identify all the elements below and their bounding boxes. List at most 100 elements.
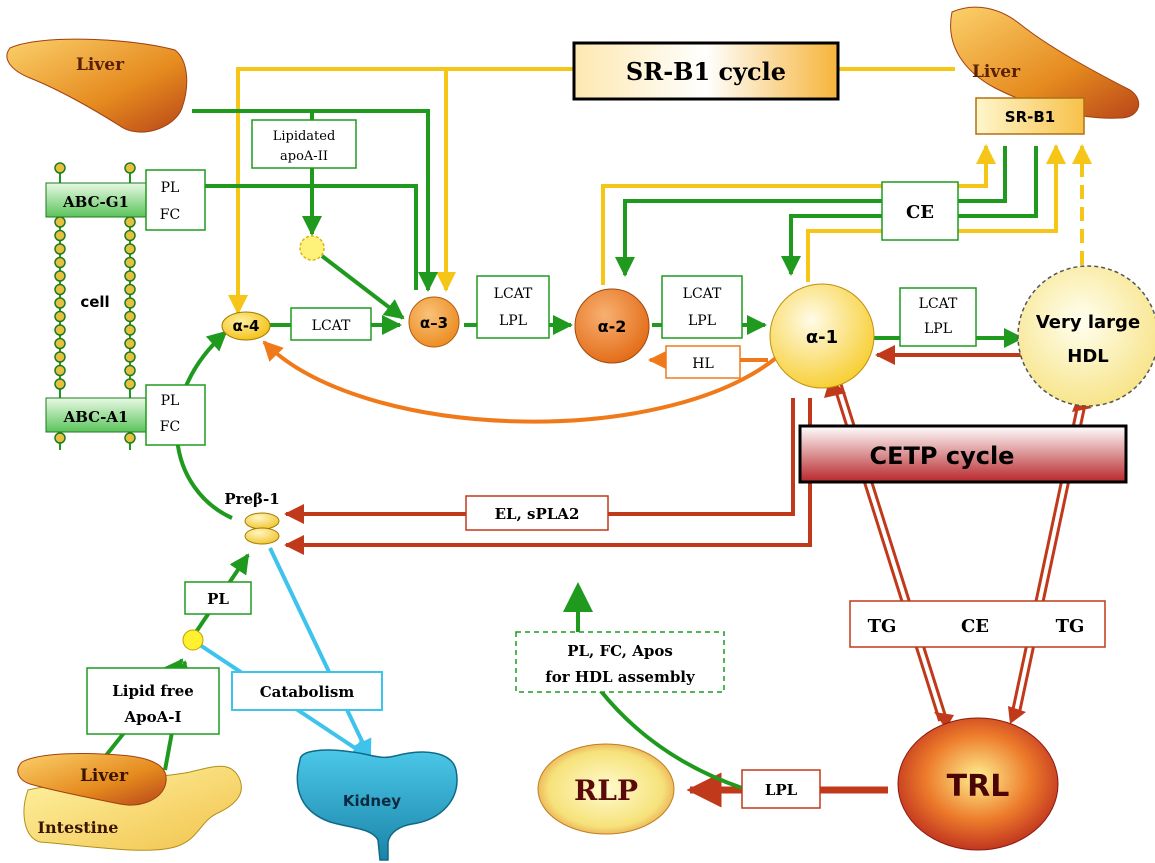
- lipid-bead: [124, 216, 136, 228]
- lipidated-apoa2-box: [251, 119, 357, 169]
- alpha4-particle: [221, 311, 271, 341]
- cetp-arrowhead-trl-right: [1008, 706, 1026, 724]
- lipid-bead: [124, 310, 136, 323]
- lipid-bead: [54, 310, 66, 323]
- pl-fc-box-top: [145, 169, 206, 231]
- apoa1-dot: [182, 629, 204, 651]
- lpl-box: [741, 769, 821, 809]
- lcat-alpha4-alpha3-box: [290, 307, 372, 341]
- alpha2-ce-yellow-loop: [601, 144, 996, 285]
- tg-ce-tg-box: [849, 600, 1106, 648]
- lipid-bead: [124, 229, 136, 242]
- lipid-bead: [54, 283, 66, 296]
- trl-label: TRL: [947, 769, 1010, 804]
- el-spla2-label: EL, sPLA2: [495, 505, 580, 523]
- lipid-bead: [54, 270, 66, 282]
- liver-top-right-shape: [950, 6, 1140, 119]
- hl-box: [665, 345, 741, 379]
- lipid-bead: [124, 351, 136, 363]
- alpha4-label: α-4: [233, 317, 260, 335]
- lipid-bead: [54, 324, 66, 336]
- lipid-bead: [54, 351, 66, 363]
- srb1-receptor-box: [975, 97, 1085, 135]
- prebeta1-particle: [244, 512, 280, 545]
- liver-top-right-label: Liver: [972, 62, 1021, 82]
- cetp-arrowhead-trl-left: [934, 712, 954, 729]
- lipid-bead: [54, 432, 66, 444]
- rlp-label: RLP: [574, 774, 638, 807]
- tg-right-label: TG: [1056, 616, 1085, 637]
- very-large-hdl-line1: Very large: [1036, 312, 1140, 333]
- alpha3-particle: [408, 296, 460, 348]
- pl-fc-bottom-line1: PL: [161, 393, 180, 409]
- liver-bottom-shape: [17, 753, 167, 806]
- lcat-lpl-a1vl-line1: LCAT: [919, 296, 958, 312]
- cell-label: cell: [80, 293, 109, 311]
- lcat-lpl-a2a1-line1: LCAT: [683, 286, 722, 302]
- alpha2-particle: [574, 288, 650, 364]
- srb1-cycle-title: SR-B1 cycle: [626, 57, 786, 86]
- lipid-bead: [54, 243, 66, 255]
- hl-label: HL: [692, 356, 714, 372]
- lcat-lpl-alpha1-vlhdl-box: [899, 287, 977, 347]
- very-large-hdl-particle: [1017, 265, 1155, 407]
- hdl-assembly-line1: PL, FC, Apos: [567, 642, 673, 660]
- lipid-bead: [54, 229, 66, 242]
- pl-box: [184, 581, 252, 615]
- abcg1-label: ABC-G1: [62, 193, 129, 211]
- apoa2-dot: [299, 235, 325, 261]
- rlp-particle: [537, 743, 675, 835]
- abcg1-to-alpha3-arrow: [205, 184, 418, 290]
- alpha1-particle: [769, 283, 875, 389]
- lipid-bead: [54, 337, 66, 350]
- lcat-lpl-alpha2-alpha1-box: [661, 275, 743, 339]
- lipid-free-apoa1-line1: Lipid free: [112, 682, 194, 700]
- lipidated-apoa2-line2: apoA-II: [280, 149, 328, 164]
- abca1-transporter: [45, 397, 147, 433]
- pl-fc-box-bottom: [145, 384, 206, 446]
- lipid-bead: [54, 297, 66, 309]
- lpl-to-assembly-arrow: [598, 688, 743, 790]
- lipid-bead: [124, 297, 136, 309]
- intestine-label: Intestine: [38, 818, 119, 837]
- catabolism-label: Catabolism: [260, 683, 355, 701]
- lipid-free-apoa1-line2: ApoA-I: [123, 708, 181, 726]
- lipid-bead: [124, 378, 136, 390]
- liver-bottom-label: Liver: [80, 766, 129, 786]
- assembly-arrowhead: [563, 582, 593, 612]
- kidney-shape: [296, 749, 458, 861]
- hdl-assembly-box: [515, 631, 725, 693]
- lpl-label: LPL: [765, 781, 798, 799]
- lipid-bead: [124, 283, 136, 296]
- lipid-bead: [124, 364, 136, 377]
- pl-fc-top-line2: FC: [160, 207, 180, 223]
- dot-to-alpha3-arrow: [320, 254, 405, 320]
- lcat-lpl-a2a1-line2: LPL: [688, 313, 716, 329]
- lcat-lpl-alpha3-alpha2-box: [476, 275, 550, 339]
- pl-fc-bottom-line2: FC: [160, 419, 180, 435]
- kidney-label: Kidney: [343, 792, 401, 810]
- cetp-cycle-title-box: [798, 424, 1128, 484]
- lipid-bead: [124, 432, 136, 444]
- lcat-alpha4-alpha3-label: LCAT: [312, 318, 351, 334]
- lipid-bead: [54, 256, 66, 269]
- tg-left-label: TG: [868, 616, 897, 637]
- alpha1-to-alpha4-orange-arc: [262, 340, 778, 424]
- catabolism-box: [231, 671, 383, 711]
- lipid-bead: [124, 243, 136, 255]
- lcat-lpl-a3a2-line2: LPL: [499, 313, 527, 329]
- lcat-lpl-a3a2-line1: LCAT: [494, 286, 533, 302]
- liver-top-left-label: Liver: [76, 55, 125, 75]
- cetp-cycle-title: CETP cycle: [870, 442, 1015, 470]
- ce-label: CE: [906, 202, 934, 223]
- el-spla2-box: [465, 495, 609, 531]
- abca1-label: ABC-A1: [63, 408, 129, 426]
- alpha2-label: α-2: [598, 317, 627, 336]
- prebeta-to-kidney-arrow: [268, 547, 372, 760]
- abcg1-transporter: [45, 182, 147, 218]
- pl-label: PL: [207, 590, 229, 608]
- liver-to-alpha3-arrow: [312, 109, 438, 292]
- prebeta1-label: Preβ-1: [224, 490, 279, 508]
- lipid-bead: [54, 378, 66, 390]
